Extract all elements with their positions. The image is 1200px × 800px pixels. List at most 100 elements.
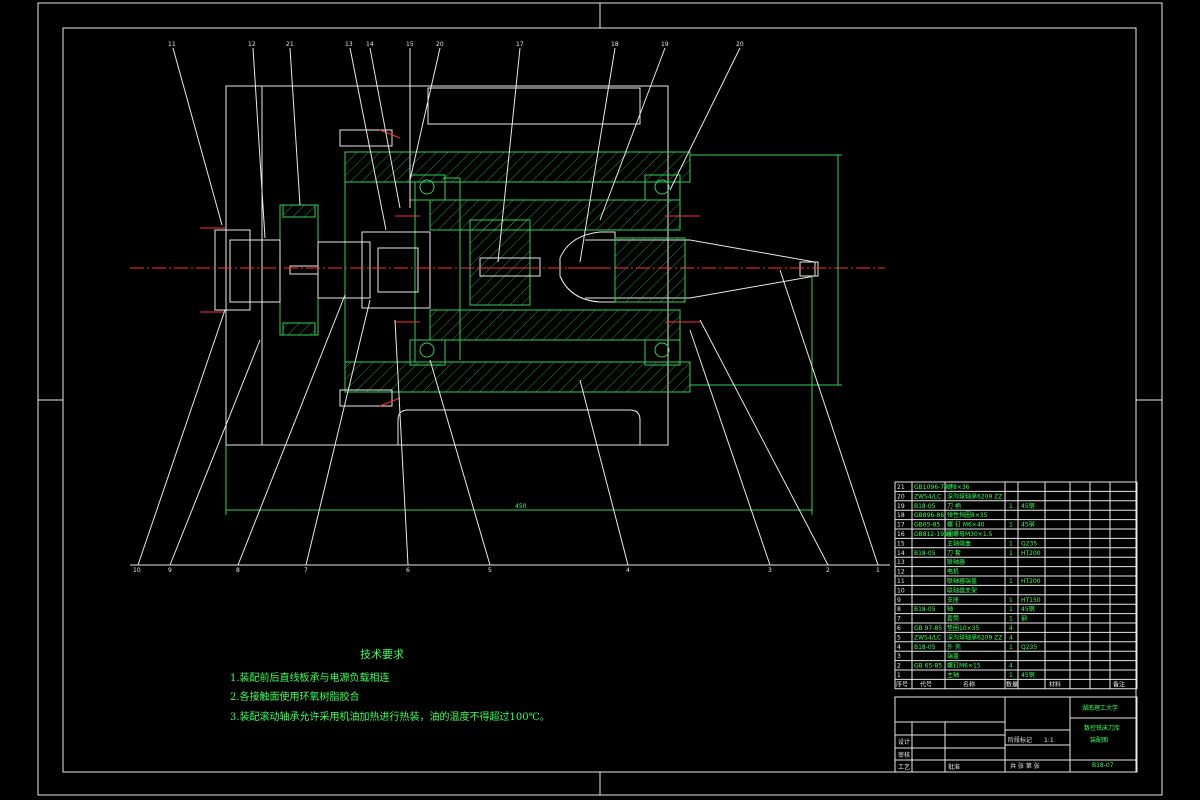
parts-row-material: Q235 (1021, 540, 1037, 547)
parts-row-material: 45钢 (1021, 502, 1035, 510)
parts-row-material: 45钢 (1021, 605, 1035, 613)
parts-row-qty: 1 (1009, 616, 1013, 623)
parts-row-no: 3 (897, 653, 901, 660)
approve-label: 批准 (948, 763, 960, 771)
designer-label: 设计 (898, 738, 910, 746)
balloon-5: 5 (488, 567, 492, 574)
parts-row-no: 16 (897, 531, 905, 538)
parts-row-qty: 1 (1009, 522, 1013, 529)
sheet-border (37, 2, 1163, 796)
parts-row-name: 弹性挡圈8×35 (947, 511, 988, 519)
checker-label: 审核 (898, 751, 910, 759)
parts-row-qty: 1 (1009, 672, 1013, 679)
parts-row-code: GB65-85 (914, 522, 940, 529)
parts-row-name: 螺钉M6×15 (947, 662, 981, 670)
balloon-17: 17 (516, 41, 524, 48)
parts-row-name: 键8×36 (947, 483, 970, 491)
parts-row-no: 8 (897, 606, 901, 613)
parts-row-material: 钢 (1021, 615, 1027, 623)
parts-row-name: 套筒 (947, 615, 959, 623)
balloon-11: 11 (168, 41, 176, 48)
balloon-15: 15 (406, 41, 414, 48)
balloon-12: 12 (248, 41, 256, 48)
parts-row-code: GB896-86 (914, 512, 944, 519)
requirement-1: 1.装配前后直线板承与电源负载相连 (230, 671, 390, 684)
stage-label: 阶段标记 (1008, 736, 1032, 744)
parts-row-no: 5 (897, 634, 901, 641)
parts-row-name: 外 壳 (947, 643, 961, 651)
balloon-20b: 20 (736, 41, 744, 48)
parts-row-name: 刀 套 (947, 549, 961, 557)
parts-row-name: 支座 (947, 596, 959, 604)
parts-row-name: 轴 (947, 605, 953, 613)
parts-row-name: 螺 钉 M6×40 (947, 521, 985, 529)
parts-row-material: Q235 (1021, 644, 1037, 651)
parts-row-name: 深沟球轴承6209 ZZ (947, 633, 1002, 641)
parts-row-code: B18-05 (914, 606, 936, 613)
balloon-18: 18 (611, 41, 619, 48)
parts-row-code: ZWS4/LC (914, 493, 941, 500)
parts-header-remark: 备注 (1113, 680, 1125, 688)
parts-row-qty: 4 (1009, 634, 1013, 641)
balloon-3: 3 (768, 567, 772, 574)
parts-row-name: 端盖 (947, 652, 959, 660)
requirement-3: 3.装配滚动轴承允许采用机油加热进行热装，油的温度不得超过100℃。 (230, 710, 550, 723)
parts-row-name: 深沟球轴承6209 ZZ (947, 492, 1002, 500)
title-block: 湖南理工大学 数控铣床刀库 装配图 B18-07 阶段标记 1:1 共 张 第 … (894, 696, 1138, 773)
parts-row-no: 20 (897, 493, 905, 500)
parts-row-name: 电机 (947, 568, 959, 576)
balloon-14: 14 (366, 41, 374, 48)
requirement-2: 2.各接触面使用环氧树脂胶合 (230, 690, 360, 703)
housing (339, 129, 691, 407)
balloon-9: 9 (168, 567, 172, 574)
parts-row-no: 21 (897, 484, 905, 491)
parts-row-qty: 4 (1009, 663, 1013, 670)
balloon-numbers: 11 12 21 13 14 15 20 17 18 19 20 10 9 8 … (133, 41, 880, 574)
parts-row-qty: 1 (1009, 578, 1013, 585)
parts-row-code: GB 65-85 (914, 663, 942, 670)
parts-row-no: 4 (897, 644, 901, 651)
project-name: 数控铣床刀库 (1084, 724, 1120, 732)
parts-row-code: B18-05 (914, 550, 936, 557)
requirements-title: 技术要求 (360, 648, 404, 661)
parts-row-no: 11 (897, 578, 905, 585)
process-label: 工艺 (898, 763, 910, 771)
parts-row-material: HT200 (1021, 578, 1041, 585)
leaders (130, 47, 890, 566)
parts-row-no: 19 (897, 503, 905, 510)
parts-row-name: 联轴器端盖 (947, 577, 977, 585)
parts-row-no: 7 (897, 616, 901, 623)
balloon-13: 13 (345, 41, 353, 48)
parts-row-no: 18 (897, 512, 905, 519)
parts-row-qty: 1 (1009, 597, 1013, 604)
scale-value: 1:1 (1044, 737, 1054, 744)
overall-length-dim: 450 (515, 503, 527, 510)
parts-row-no: 6 (897, 625, 901, 632)
parts-row-no: 12 (897, 569, 905, 576)
balloon-8: 8 (236, 567, 240, 574)
parts-row-qty: 4 (1009, 625, 1013, 632)
parts-row-qty: 1 (1009, 550, 1013, 557)
parts-row-no: 13 (897, 559, 905, 566)
parts-row-name: 刀 柄 (947, 502, 961, 510)
parts-row-code: GB1096-79 (914, 484, 948, 491)
parts-row-no: 1 (897, 672, 901, 679)
parts-header-name: 名称 (963, 680, 975, 688)
parts-row-no: 2 (897, 663, 901, 670)
balloon-2: 2 (826, 567, 830, 574)
parts-header-material: 材料 (1049, 680, 1061, 688)
balloon-21: 21 (286, 41, 294, 48)
balloon-7: 7 (304, 567, 308, 574)
dimensions: 450 (225, 154, 842, 515)
parts-row-material: HT200 (1021, 550, 1041, 557)
parts-row-code: ZWS4/LC (914, 634, 941, 641)
parts-row-material: 45钢 (1021, 521, 1035, 529)
parts-row-code: B18-05 (914, 503, 936, 510)
parts-row-qty: 1 (1009, 644, 1013, 651)
parts-row-name: 圆螺母M30×1.5 (947, 530, 993, 538)
sheets-label: 共 张 第 张 (1010, 762, 1040, 770)
balloon-19: 19 (661, 41, 669, 48)
parts-row-no: 17 (897, 522, 905, 529)
coupling (214, 204, 431, 336)
